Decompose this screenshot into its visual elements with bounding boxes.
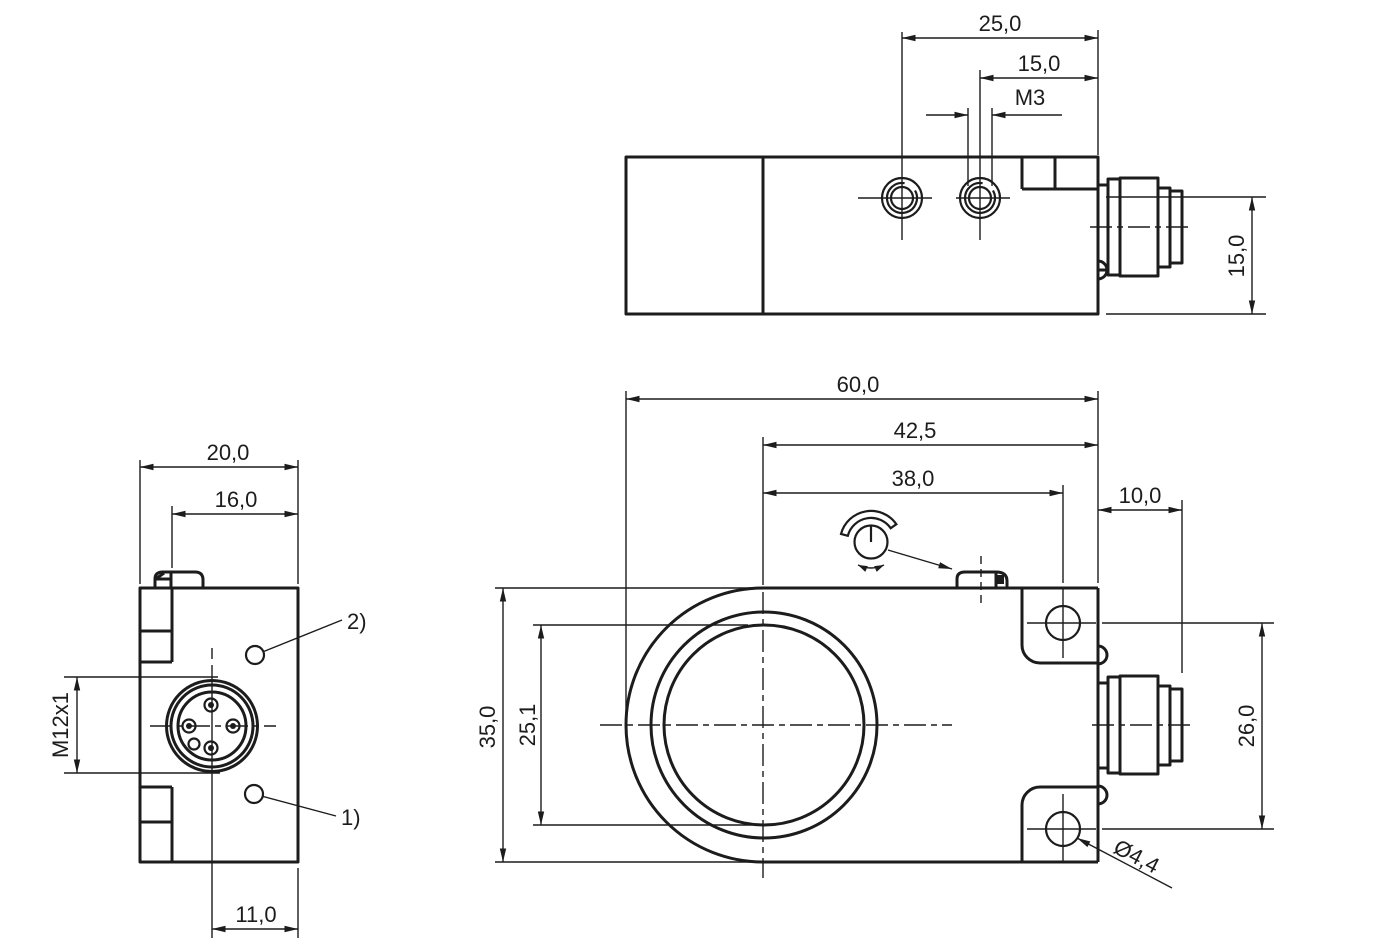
housing-nub — [1097, 259, 1109, 281]
housing-nub-top — [1097, 644, 1109, 666]
side-view: 2) 1) 20,0 16,0 M12x1 — [48, 440, 367, 938]
mounting-lug-top — [1020, 588, 1098, 665]
screw-hole-left — [858, 32, 932, 240]
dim-42-5: 42,5 — [762, 418, 1098, 585]
m12-connector-face — [150, 648, 276, 938]
mounting-grooves — [140, 588, 174, 862]
dim-60-label: 60,0 — [837, 372, 880, 397]
dim-26: 26,0 — [1102, 622, 1274, 830]
top-view-lug-plate — [1020, 157, 1098, 191]
mounting-hole-bottom — [1027, 794, 1096, 862]
dim-10: 10,0 — [1098, 483, 1183, 673]
mounting-lug-bottom — [1020, 785, 1098, 862]
dim-15-horizontal: 15,0 — [980, 51, 1098, 82]
m12-connector-top-view — [1090, 176, 1190, 281]
dim-m12x1: M12x1 — [48, 676, 220, 774]
dim-25-label: 25,0 — [979, 11, 1022, 36]
dim-11-label: 11,0 — [235, 902, 276, 927]
dim-20: 20,0 — [139, 440, 299, 584]
led-indicator-lower: 1) — [243, 783, 361, 830]
keyway-notch — [187, 737, 201, 751]
mounting-hole-top — [1027, 588, 1096, 658]
dim-42-5-label: 42,5 — [894, 418, 937, 443]
ring-bore — [600, 592, 952, 878]
dim-20-label: 20,0 — [207, 440, 250, 465]
m3-label: M3 — [1015, 85, 1046, 110]
top-view: 25,0 15,0 M3 15,0 — [624, 11, 1266, 316]
front-view: 60,0 42,5 38,0 10,0 35,0 — [475, 372, 1274, 889]
dim-16-label: 16,0 — [215, 487, 258, 512]
ring-outer-arc — [624, 586, 764, 864]
note-2-label: 2) — [347, 609, 367, 634]
dim-m3: M3 — [926, 85, 1062, 186]
dim-16: 16,0 — [171, 487, 298, 568]
m12-connector-front-view — [1092, 674, 1190, 776]
dim-26-label: 26,0 — [1234, 705, 1259, 748]
dim-25: 25,0 — [902, 11, 1099, 155]
dim-35: 35,0 — [475, 588, 507, 862]
pot-leader-line — [887, 549, 953, 570]
dim-35-label: 35,0 — [475, 706, 500, 749]
potentiometer-icon — [839, 509, 953, 572]
side-view-body-outline — [138, 586, 300, 864]
m3-thread-hole — [956, 70, 1010, 240]
pot-cover-side — [153, 570, 205, 588]
dim-38-label: 38,0 — [892, 466, 935, 491]
dim-15h-label: 15,0 — [1018, 51, 1061, 76]
dim-60: 60,0 — [625, 372, 1099, 718]
led-indicator-upper: 2) — [244, 609, 367, 666]
dim-38: 38,0 — [763, 466, 1064, 583]
dim-15v-label: 15,0 — [1224, 235, 1249, 278]
dim-15-vertical: 15,0 — [1106, 196, 1266, 315]
dim-11: 11,0 — [212, 868, 299, 938]
m12x1-label: M12x1 — [48, 692, 73, 758]
housing-nub-bottom — [1097, 784, 1109, 806]
pot-cover-front — [955, 556, 1009, 604]
note-1-label: 1) — [341, 805, 361, 830]
dim-25-1-label: 25,1 — [515, 704, 540, 747]
dim-25-1: 25,1 — [515, 624, 752, 826]
dim-10-label: 10,0 — [1119, 483, 1162, 508]
